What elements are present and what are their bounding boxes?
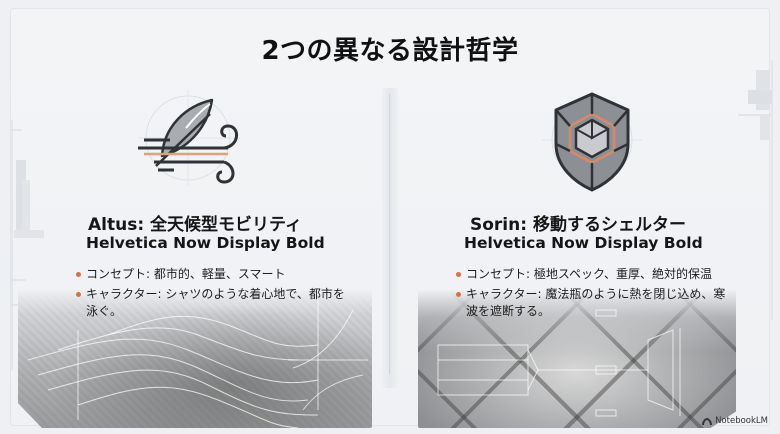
airflow-texture-image <box>18 290 372 428</box>
sorin-concept: コンセプト: 極地スペック、重厚、絶対的保温 <box>466 267 712 281</box>
panel-divider <box>382 88 398 388</box>
shield-cube-icon <box>542 90 642 192</box>
skyline-decoration-left <box>11 120 44 370</box>
sorin-bullet-list: コンセプト: 極地スペック、重厚、絶対的保温 キャラクター: 魔法瓶のように熱を… <box>456 266 726 323</box>
sorin-character: キャラクター: 魔法瓶のように熱を閉じ込め、寒波を遮断する。 <box>466 287 726 318</box>
feather-wind-icon <box>138 90 238 186</box>
slide-title: 2つの異なる設計哲学 <box>261 36 519 66</box>
bullet-dot-icon <box>76 272 81 277</box>
altus-character: キャラクター: シャツのような着心地で、都市を泳ぐ。 <box>86 287 345 318</box>
sorin-font-label: Helvetica Now Display Bold <box>464 234 703 252</box>
quilted-texture-image <box>418 290 736 428</box>
altus-concept: コンセプト: 都市的、軽量、スマート <box>86 267 286 281</box>
bullet-dot-icon <box>76 292 81 297</box>
skyline-decoration-right <box>738 60 773 320</box>
sorin-heading: Sorin: 移動するシェルター <box>470 215 686 235</box>
list-item: コンセプト: 極地スペック、重厚、絶対的保温 <box>456 266 726 283</box>
altus-font-label: Helvetica Now Display Bold <box>86 234 325 252</box>
notebooklm-watermark: NotebookLM <box>702 416 768 426</box>
list-item: キャラクター: シャツのような着心地で、都市を泳ぐ。 <box>76 286 346 320</box>
list-item: コンセプト: 都市的、軽量、スマート <box>76 266 346 283</box>
altus-bullet-list: コンセプト: 都市的、軽量、スマート キャラクター: シャツのような着心地で、都… <box>76 266 346 323</box>
altus-heading: Altus: 全天候型モビリティ <box>88 215 303 235</box>
notebooklm-logo-icon <box>702 417 713 425</box>
bullet-dot-icon <box>456 272 461 277</box>
list-item: キャラクター: 魔法瓶のように熱を閉じ込め、寒波を遮断する。 <box>456 286 726 320</box>
bullet-dot-icon <box>456 292 461 297</box>
brand-label: NotebookLM <box>715 416 768 426</box>
